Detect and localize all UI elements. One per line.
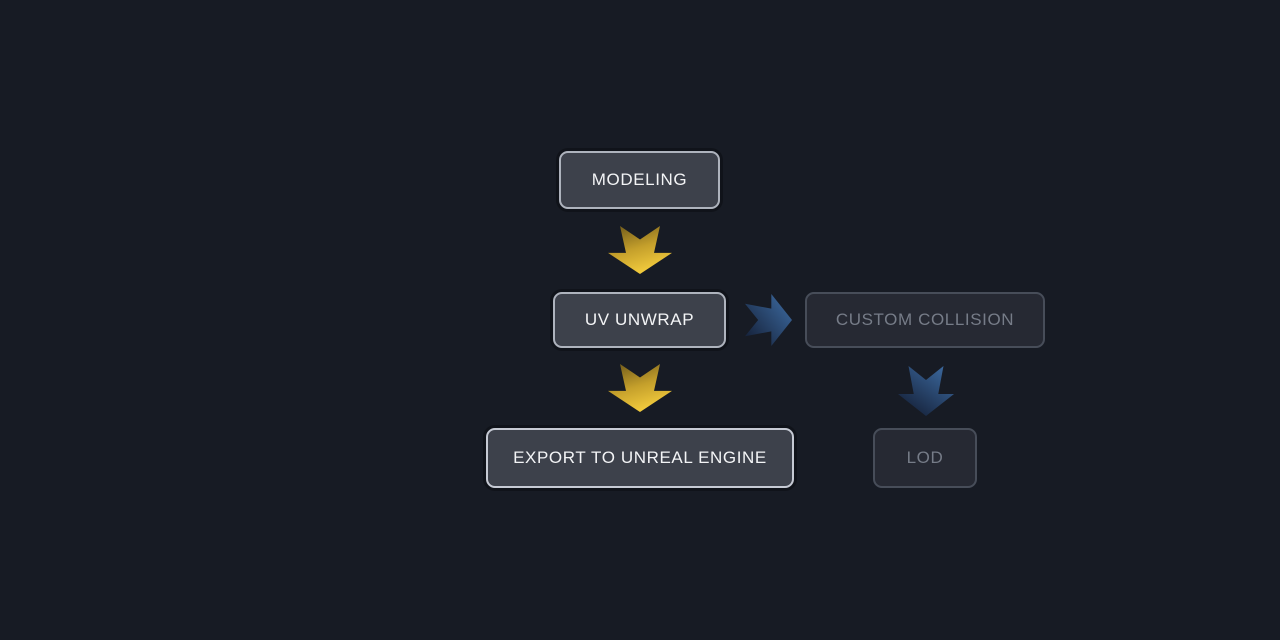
node-uv-unwrap: UV UNWRAP	[553, 292, 726, 348]
arrow-down-custom-collision-to-lod-icon	[898, 366, 954, 416]
node-uv-unwrap-label: UV UNWRAP	[584, 310, 695, 329]
arrow-down-modeling-to-uv-unwrap-icon	[608, 226, 672, 274]
node-custom-collision-label: CUSTOM COLLISION	[835, 310, 1015, 329]
node-export-to-unreal-engine-label: EXPORT TO UNREAL ENGINE	[513, 448, 767, 467]
node-modeling: MODELING	[559, 151, 720, 209]
node-export-to-unreal-engine: EXPORT TO UNREAL ENGINE	[486, 428, 794, 488]
node-modeling-label: MODELING	[591, 170, 688, 189]
arrow-down-uv-unwrap-to-export-icon	[608, 364, 672, 412]
node-lod: LOD	[873, 428, 977, 488]
node-lod-label: LOD	[906, 448, 944, 467]
arrow-right-uv-unwrap-to-custom-collision-icon	[745, 294, 792, 346]
node-custom-collision: CUSTOM COLLISION	[805, 292, 1045, 348]
